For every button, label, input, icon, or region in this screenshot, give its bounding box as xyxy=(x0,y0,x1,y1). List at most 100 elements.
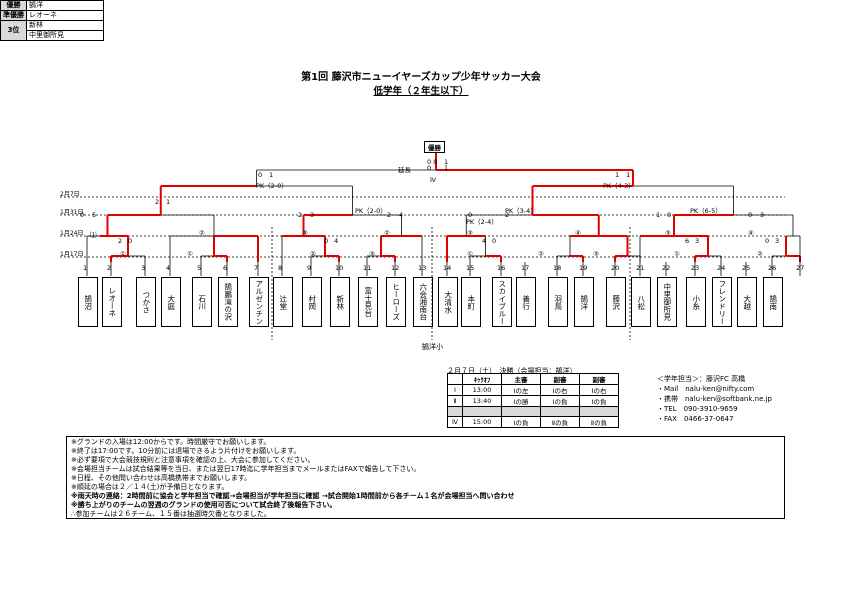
note-line: ※日程、その他問い合わせは高橋携帯までお願いします。 xyxy=(71,474,252,482)
round-score: 0 xyxy=(492,237,497,245)
sched-header-2: 主審 xyxy=(501,373,541,385)
sched-cell: Ⅰの勝 xyxy=(501,395,541,407)
pk-label: PK（2-0） xyxy=(355,207,387,215)
team-number: 24 xyxy=(717,264,726,272)
team-number: 26 xyxy=(768,264,777,272)
notes-box: ※グランドの入場は12:00からです。時間厳守でお願いします。※終了は17:00… xyxy=(66,436,785,519)
third-name-2: 中里御所見 xyxy=(26,30,104,41)
sched-header-1: ｷｯｸｵﾌ xyxy=(462,373,502,385)
sched-cell xyxy=(447,406,463,417)
team-name-box: 六会湘南台 xyxy=(413,277,433,327)
team-number: 10 xyxy=(335,264,344,272)
team-number: 23 xyxy=(691,264,700,272)
team-number: 14 xyxy=(443,264,452,272)
seed-mark: ① xyxy=(674,250,680,258)
schedule-table: ｷｯｸｵﾌ 主審 副審 副審 Ⅰ 13:00 Ⅰの左 Ⅰの右 Ⅰの右 Ⅱ 13:… xyxy=(447,373,619,428)
seed-mark: ③ xyxy=(593,250,599,258)
team-name-box: 鵠鵬滝の沢 xyxy=(218,277,238,327)
sched-cell: Ⅰの負 xyxy=(540,395,580,407)
team-number: 13 xyxy=(418,264,427,272)
round-score: 3 xyxy=(310,211,315,219)
round-score: 0 xyxy=(765,237,770,245)
final-score-left: 0 0 xyxy=(427,158,438,166)
team-number: 1 xyxy=(83,264,88,272)
page-title: 第1回 藤沢市ニューイヤーズカップ少年サッカー大会 xyxy=(301,72,541,83)
team-name-box: 鵠南 xyxy=(763,277,783,327)
table-row: Ⅱ 13:40 Ⅰの勝 Ⅰの負 Ⅰの負 xyxy=(447,395,619,407)
sched-cell: Ⅱの負 xyxy=(540,416,580,428)
team-name-box: 八松 xyxy=(631,277,651,327)
round-score: 1 xyxy=(615,171,620,179)
bracket-mark: ② xyxy=(199,229,205,237)
date-label: 1月17日 xyxy=(60,251,84,258)
round-score: 6 xyxy=(685,237,690,245)
extra-time-label: 延長 xyxy=(398,166,411,174)
sched-cell: Ⅰ xyxy=(447,384,463,396)
round-score: 2 xyxy=(118,237,123,245)
team-name-box: 村岡 xyxy=(302,277,322,327)
round-score: 3 xyxy=(695,237,700,245)
table-row: Ⅳ 15:00 Ⅰの負 Ⅱの負 Ⅱの負 xyxy=(447,416,619,428)
team-name-box: 大清水 xyxy=(438,277,458,327)
round-score: 2 xyxy=(298,211,303,219)
results-table: 優勝 鵠洋 準優勝 レオーネ 3位 新林 中里御所見 xyxy=(0,0,104,41)
page-subtitle: 低学年（２年生以下） xyxy=(373,86,469,97)
sched-cell: Ⅰの負 xyxy=(501,416,541,428)
bracket-mark: ② xyxy=(384,229,390,237)
sched-cell xyxy=(462,406,502,417)
contact-line: ＜学年担当＞：藤沢FC 高橋 xyxy=(657,375,746,383)
table-row xyxy=(447,406,619,417)
team-number: 4 xyxy=(166,264,171,272)
round-score: 1 xyxy=(166,198,171,206)
sched-header-4: 副審 xyxy=(579,373,619,385)
round-score: 4 xyxy=(482,237,487,245)
final-score-right: 1 xyxy=(444,158,449,166)
seed-mark: ② xyxy=(310,250,316,258)
round-score: 1 xyxy=(269,171,274,179)
date-label: 1月31日 xyxy=(60,209,84,216)
team-number: 15 xyxy=(466,264,475,272)
team-name-box: 善行 xyxy=(516,277,536,327)
team-number: 9 xyxy=(307,264,312,272)
team-name-box: 大越 xyxy=(737,277,757,327)
team-number: 20 xyxy=(611,264,620,272)
sched-cell: 15:00 xyxy=(462,416,502,428)
seed-mark: ① xyxy=(187,250,193,258)
round-score: 2 xyxy=(155,198,160,206)
team-number: 17 xyxy=(521,264,530,272)
team-name-box: 富士見台 xyxy=(358,277,378,327)
round-score: 2 xyxy=(387,211,392,219)
note-line: ※勝ち上がりのチームの翌週のグランドの使用可否について試合終了後報告下さい。 xyxy=(71,501,337,509)
sched-cell: Ⅰの負 xyxy=(579,395,619,407)
sched-cell xyxy=(540,406,580,417)
sched-cell xyxy=(579,406,619,417)
team-number: 6 xyxy=(223,264,228,272)
team-name-box: 鵠沼 xyxy=(78,277,98,327)
team-name-box: 鵠洋 xyxy=(574,277,594,327)
sched-cell: 13:40 xyxy=(462,395,502,407)
contact-mobile: ・携帯 nalu-ken@softbank.ne.jp xyxy=(657,395,773,403)
round-score: 1 xyxy=(626,171,631,179)
sched-header-3: 副審 xyxy=(540,373,580,385)
team-name-box: 辻堂 xyxy=(273,277,293,327)
note-line: ※雨天時の連絡：2時間前に協会と学年担当で確認→会場担当が学年担当に確認 →試合… xyxy=(71,492,515,500)
bracket-mark: ④ xyxy=(748,229,754,237)
team-name-box: フレンドリー xyxy=(712,277,732,327)
pk-label: PK（2-4） xyxy=(466,218,498,226)
seed-mark: ① xyxy=(120,250,126,258)
bracket-mark: ③ xyxy=(302,229,308,237)
sched-cell: Ⅳ xyxy=(447,416,463,428)
round-score: 0 xyxy=(324,237,329,245)
round-score: 0 xyxy=(80,211,85,219)
note-line: ※必ず要項で大会競技規則と注意事項を確認の上、大会に参加してください。 xyxy=(71,456,315,464)
sched-cell: Ⅰの右 xyxy=(579,384,619,396)
team-name-box: アルゼンチン xyxy=(249,277,269,327)
seed-mark: ① xyxy=(467,250,473,258)
team-number: 5 xyxy=(197,264,202,272)
note-line: ∴参加チームは２６チーム、１５番は抽選時欠番となりました。 xyxy=(71,510,271,518)
sched-cell: Ⅱ xyxy=(447,395,463,407)
pk-label: PK（6-5） xyxy=(690,207,722,215)
contact-fax: ・FAX 0466-37-0647 xyxy=(657,415,734,423)
team-name-box: 石川 xyxy=(192,277,212,327)
round-score: 4 xyxy=(334,237,339,245)
